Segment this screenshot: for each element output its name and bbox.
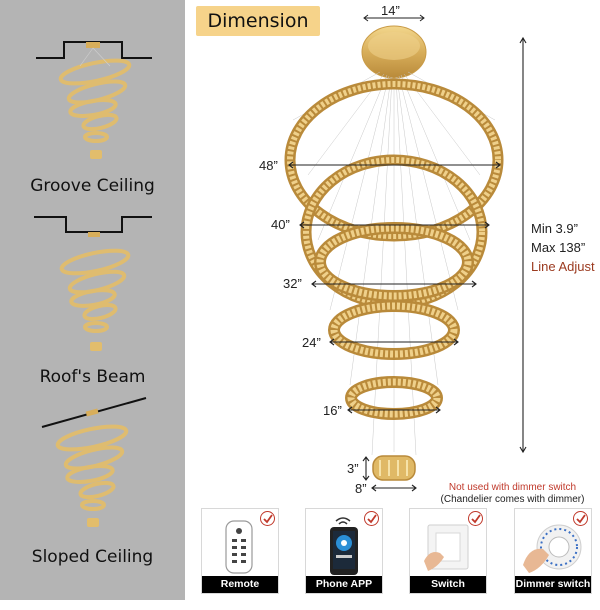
sloped-ceiling-label: Sloped Ceiling	[31, 547, 154, 567]
roofs-beam-label: Roof's Beam	[39, 367, 146, 387]
phone-app-label: Phone APP	[306, 576, 382, 593]
ring-width-arrows	[288, 161, 501, 492]
ring-8	[372, 455, 416, 481]
small-ring-width-label: 8”	[355, 481, 367, 496]
wall-switch-icon	[424, 524, 469, 571]
check-icon	[573, 511, 588, 526]
total-length-arrow	[519, 36, 527, 454]
switch-card: Switch	[409, 508, 487, 594]
dimension-badge: Dimension	[196, 6, 320, 36]
canopy-width-arrow	[363, 14, 425, 22]
roof-beam-illustration	[34, 216, 152, 351]
remote-control-card: Remote control	[201, 508, 279, 607]
small-ring-height-label: 3”	[347, 461, 359, 476]
check-icon	[468, 511, 483, 526]
mounting-options-panel: Groove Ceiling Roof's Beam Sloped Ceilin…	[0, 0, 185, 600]
check-icon	[260, 511, 275, 526]
line-adjust-label: Line Adjust	[531, 259, 595, 274]
ring-16-label: 16”	[323, 403, 342, 418]
ring-24	[328, 300, 460, 360]
dimmer-note-line1: Not used with dimmer switch	[448, 482, 577, 493]
sloped-ceiling-illustration	[41, 397, 147, 527]
groove-ceiling-illustration	[36, 41, 152, 159]
ring-48	[284, 78, 504, 242]
switch-label: Switch	[410, 576, 486, 593]
remote-control-label: Remote control	[202, 576, 278, 607]
ring-32	[314, 222, 474, 302]
ring-32-label: 32”	[283, 276, 302, 291]
length-min-label: Min 3.9”	[531, 221, 578, 236]
remote-control-icon	[225, 520, 253, 574]
ring-16	[345, 376, 443, 420]
length-max-label: Max 138”	[531, 240, 586, 255]
dimmer-switch-label: Dimmer switch	[515, 576, 591, 593]
dimmer-switch-card: Dimmer switch	[514, 508, 592, 594]
check-icon	[364, 511, 379, 526]
dimmer-switch-icon	[523, 524, 582, 573]
ring-48-label: 48”	[259, 158, 278, 173]
ring-24-label: 24”	[302, 335, 321, 350]
phone-app-icon	[330, 517, 358, 575]
canopy-width-label: 14”	[381, 3, 400, 18]
ring-40-label: 40”	[271, 217, 290, 232]
groove-ceiling-label: Groove Ceiling	[30, 176, 155, 196]
phone-app-card: Phone APP	[305, 508, 383, 594]
dimmer-note-line2: (Chandelier comes with dimmer)	[440, 494, 585, 505]
